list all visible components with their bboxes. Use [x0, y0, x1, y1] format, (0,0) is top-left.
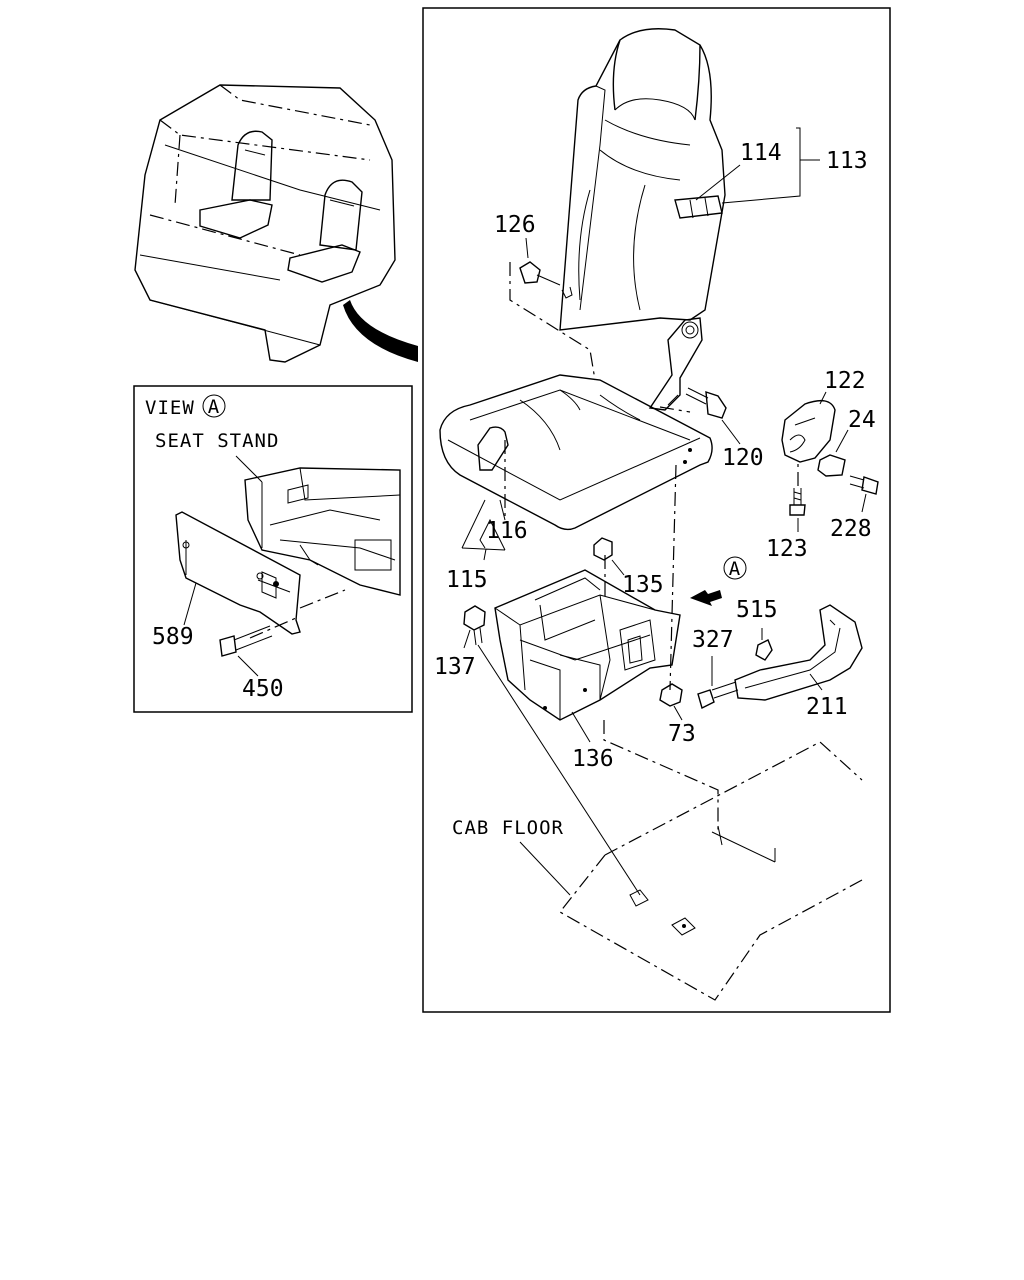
bracket-115 — [461, 499, 506, 551]
part-24 — [817, 454, 846, 477]
view-label: VIEW — [145, 397, 195, 419]
view-a-drawing — [175, 467, 401, 657]
part-228 — [849, 475, 879, 495]
callout-114: 114 — [740, 140, 782, 166]
leader-114 — [695, 164, 741, 201]
part-73 — [659, 683, 683, 707]
cab-floor-label: CAB FLOOR — [452, 817, 564, 839]
seat-cushion — [439, 374, 713, 691]
part-123 — [789, 462, 806, 516]
callout-211: 211 — [806, 694, 848, 720]
cab-floor-leader — [519, 841, 571, 896]
callout-327: 327 — [692, 627, 734, 653]
callout-24: 24 — [848, 407, 876, 433]
view-a-inset — [133, 385, 413, 713]
leader-73 — [673, 705, 683, 721]
leader-589 — [183, 582, 197, 626]
main-diagram-frame — [422, 7, 891, 1013]
part-126 — [519, 261, 541, 284]
callout-450: 450 — [242, 676, 284, 702]
callout-115: 115 — [446, 567, 488, 593]
leader-211 — [809, 673, 823, 691]
direction-letter-circle — [723, 556, 747, 580]
callout-116: 116 — [486, 518, 528, 544]
leader-137 — [463, 629, 471, 649]
callout-515: 515 — [736, 597, 778, 623]
seat-stand-base — [494, 555, 719, 830]
part-137 — [463, 605, 641, 896]
callout-135: 135 — [622, 572, 664, 598]
view-letter: A — [208, 396, 220, 418]
callout-120: 120 — [722, 445, 764, 471]
callout-228: 228 — [830, 516, 872, 542]
leader-126 — [525, 237, 529, 259]
callout-136: 136 — [572, 746, 614, 772]
callout-123: 123 — [766, 536, 808, 562]
callout-73: 73 — [668, 721, 696, 747]
part-135 — [593, 537, 613, 561]
leader-116 — [499, 499, 506, 521]
callout-137: 137 — [434, 654, 476, 680]
direction-letter: A — [729, 558, 741, 580]
seat-back — [509, 28, 726, 413]
leader-120 — [721, 419, 741, 445]
leader-136 — [571, 711, 591, 743]
bracket-113 — [721, 127, 801, 204]
leader-115 — [461, 547, 506, 561]
callout-589: 589 — [152, 624, 194, 650]
view-direction-arrow — [690, 590, 722, 606]
callout-122: 122 — [824, 368, 866, 394]
view-letter-circle — [202, 394, 226, 418]
leader-122 — [819, 391, 827, 405]
leader-135 — [611, 559, 625, 576]
part-515 — [755, 639, 773, 661]
leader-450 — [237, 655, 259, 677]
seat-stand-label: SEAT STAND — [155, 430, 279, 452]
leader-228 — [861, 493, 867, 513]
seat-stand-leader — [235, 455, 263, 483]
part-120 — [685, 387, 727, 419]
cab-floor — [559, 741, 863, 1001]
part-122 — [781, 399, 836, 463]
part-211 — [734, 604, 863, 701]
part-327 — [697, 681, 739, 710]
callout-126: 126 — [494, 212, 536, 238]
cab-overview — [134, 84, 418, 363]
callout-113: 113 — [826, 148, 868, 174]
leader-24 — [835, 429, 849, 453]
